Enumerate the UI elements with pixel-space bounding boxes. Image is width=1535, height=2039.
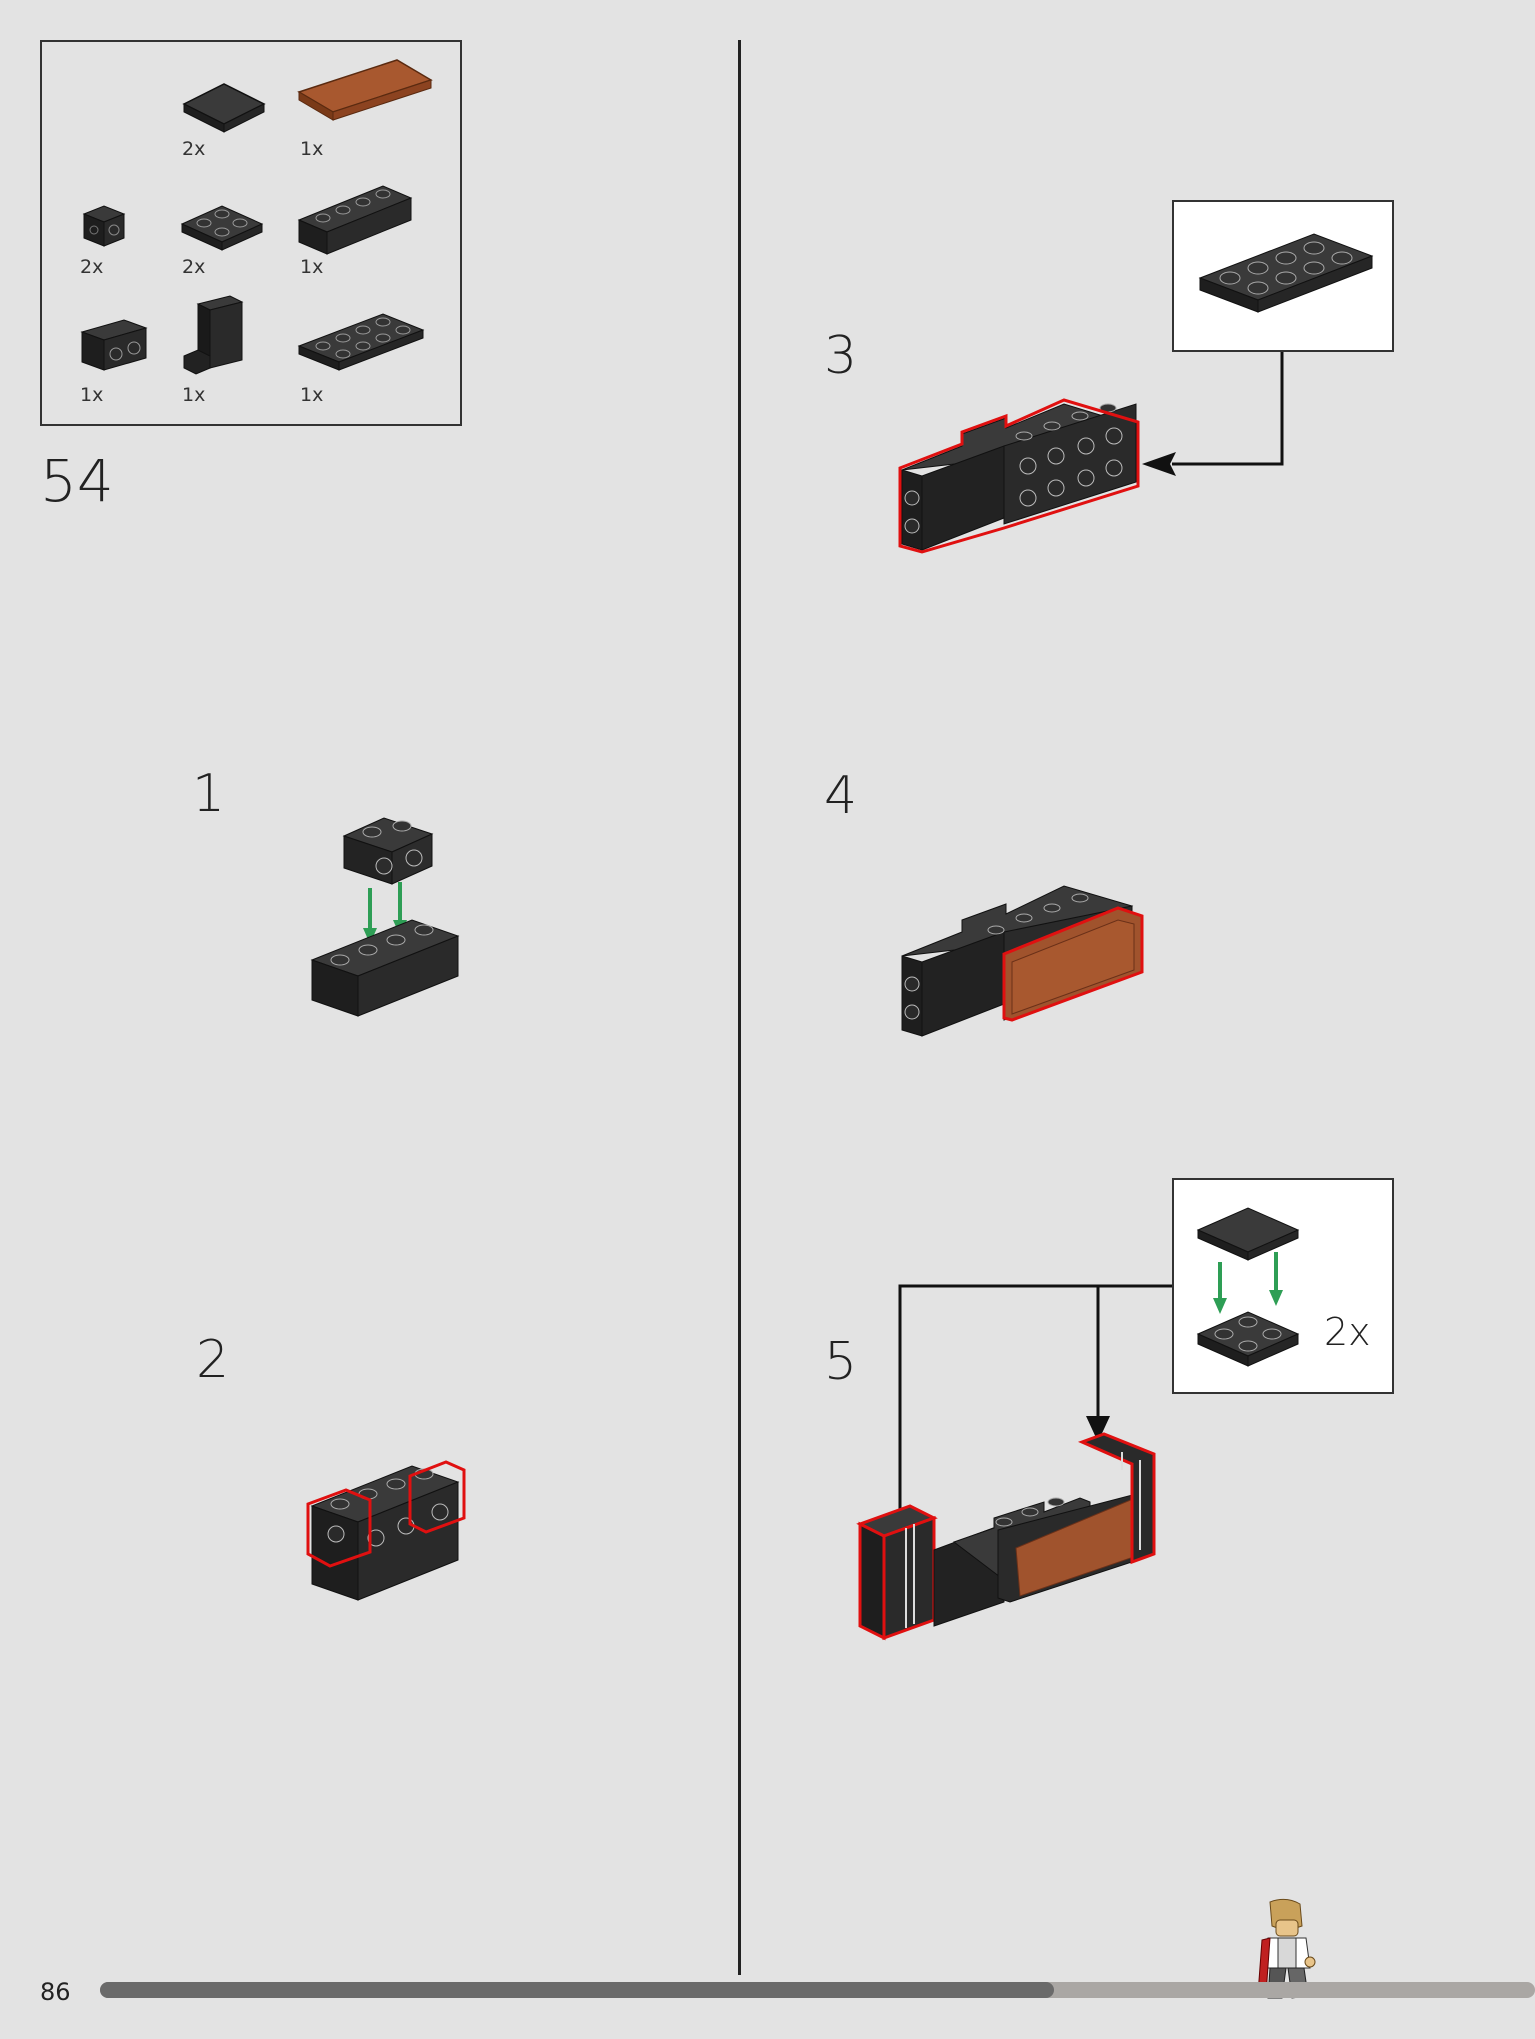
column-divider [738,40,741,1975]
step-3-callout [1172,200,1394,352]
brick-1x2-studs-side-icon [80,319,148,371]
step-2-illustration [306,1460,466,1601]
tile-brown-icon [297,59,433,121]
progress-bar [100,1982,1535,1998]
qty-label: 1x [300,256,324,278]
qty-label: 1x [300,384,324,406]
qty-label: 2x [182,256,206,278]
step-1-illustration [310,817,460,1017]
callout-qty: 2x [1324,1310,1371,1354]
plate-2x4-icon [1198,233,1374,313]
brick-1x4-icon [297,185,413,255]
brick-1x1-studs-side-icon [82,205,126,247]
step-number: 4 [824,766,858,826]
page-number: 86 [40,1978,71,2006]
progress-bar-fill [100,1982,1055,1998]
step-5-illustration [856,1432,1156,1641]
step-5-callout: 2x [1172,1178,1394,1394]
qty-label: 2x [182,138,206,160]
page-step-number: 54 [40,447,114,515]
qty-label: 1x [182,384,206,406]
plate-stack-icon [1196,1207,1300,1367]
step-number: 2 [196,1330,230,1390]
step-4-illustration [901,885,1144,1037]
parts-list-box: 2x 1x 2x 2x 1x [40,40,462,426]
step-3-illustration [898,398,1140,554]
panel-icon [183,295,244,375]
plate-2x2-studded-icon [180,205,264,251]
plate-2x4-icon [297,313,425,371]
qty-label: 1x [300,138,324,160]
step-number: 1 [192,764,226,824]
step-number: 5 [824,1332,858,1392]
qty-label: 2x [80,256,104,278]
step-number: 3 [824,326,858,386]
plate-2x2-icon [182,83,266,133]
step-3-connector-arrow [1142,352,1284,476]
qty-label: 1x [80,384,104,406]
